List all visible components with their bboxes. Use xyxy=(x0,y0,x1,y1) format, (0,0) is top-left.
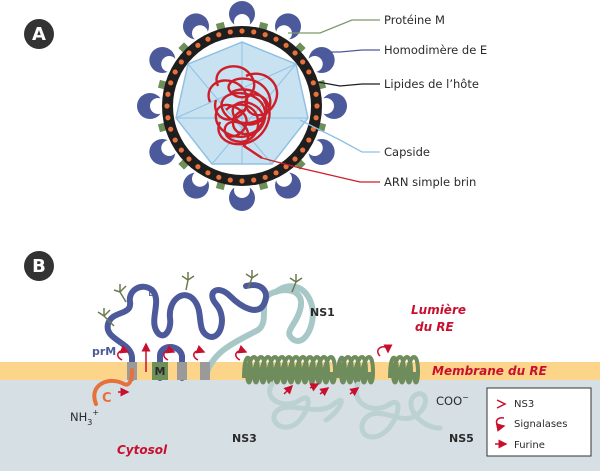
svg-text:NS3: NS3 xyxy=(514,399,534,410)
e-homodimer xyxy=(229,182,255,211)
curved-arrow-icon xyxy=(495,417,506,432)
glycosylation-marks xyxy=(97,270,303,327)
label-e: E xyxy=(148,286,155,299)
lipid-head xyxy=(216,174,222,180)
lipid-head xyxy=(178,59,184,65)
label-cytosol: Cytosol xyxy=(117,443,168,457)
ns-tm-helix xyxy=(336,355,376,385)
panel-a-letter: A xyxy=(32,24,46,45)
lipid-head xyxy=(172,137,178,143)
lipid-head xyxy=(273,170,279,176)
lipid-head xyxy=(292,50,298,56)
lipid-dots xyxy=(164,28,320,184)
e-protein-chain xyxy=(104,282,269,381)
panel-a-labels: Protéine M Homodimère de E Lipides de l’… xyxy=(384,13,487,189)
lipid-head xyxy=(168,126,174,132)
lipid-head xyxy=(178,147,184,153)
lipid-head xyxy=(186,50,192,56)
label-nh3: NH3+ xyxy=(70,408,99,427)
lipid-head xyxy=(227,29,233,35)
lipid-head xyxy=(283,164,289,170)
lipid-head xyxy=(239,28,245,34)
lipid-head xyxy=(205,36,211,42)
ns-membrane-coils xyxy=(242,355,421,385)
lipid-head xyxy=(216,32,222,38)
label-lumen-2: du RE xyxy=(415,320,455,334)
e-homodimer xyxy=(229,1,255,30)
ns-tm-helix xyxy=(388,355,421,385)
lipid-head xyxy=(172,69,178,75)
e-homodimer xyxy=(318,93,347,119)
panel-b-labels: E prM C NH3+ NS1 NS3 NS5 COO− Lumière du… xyxy=(70,286,548,457)
e-homodimer xyxy=(149,47,178,73)
lipid-head xyxy=(262,174,268,180)
lipid-head xyxy=(300,147,306,153)
lipid-head xyxy=(205,170,211,176)
label-rna: ARN simple brin xyxy=(384,175,476,189)
svg-text:Signalases: Signalases xyxy=(514,419,567,430)
label-membrane: Membrane du RE xyxy=(432,364,548,378)
label-ns1: NS1 xyxy=(310,306,335,319)
lipid-head xyxy=(292,156,298,162)
label-c: C xyxy=(102,391,112,406)
lipid-head xyxy=(168,80,174,86)
panel-a-badge: A xyxy=(24,19,54,49)
label-protein-m: Protéine M xyxy=(384,13,445,27)
lipid-head xyxy=(195,164,201,170)
label-coo: COO− xyxy=(436,393,469,408)
lipid-head xyxy=(283,42,289,48)
lipid-head xyxy=(314,103,320,109)
lipid-head xyxy=(186,156,192,162)
legend-item-ns3: NS3 xyxy=(496,399,534,410)
lipid-head xyxy=(310,80,316,86)
lipid-head xyxy=(306,69,312,75)
lipid-head xyxy=(273,36,279,42)
callout-lines xyxy=(261,19,380,183)
e-homodimer xyxy=(137,93,166,119)
short-arrow-icon xyxy=(496,399,507,409)
rna-strand xyxy=(207,65,279,159)
lipid-head xyxy=(262,32,268,38)
ns-tm-helix xyxy=(242,355,338,385)
e-homodimer xyxy=(149,139,178,165)
lipid-head xyxy=(306,137,312,143)
lipid-head xyxy=(251,29,257,35)
lipid-head xyxy=(165,115,171,121)
panel-b-letter: B xyxy=(32,256,46,277)
lipid-head xyxy=(165,91,171,97)
cytosol-ns-chains xyxy=(267,381,443,440)
panel-b: B M xyxy=(0,251,600,471)
lipid-head xyxy=(313,115,319,121)
legend-item-furine: Furine xyxy=(495,439,545,451)
virion xyxy=(137,1,347,211)
legend: NS3 Signalases Furine xyxy=(486,387,592,457)
lipid-head xyxy=(300,59,306,65)
lipid-head xyxy=(195,42,201,48)
label-lumen-1: Lumière xyxy=(411,303,466,317)
label-prm: prM xyxy=(92,345,116,358)
panel-a: A xyxy=(24,1,487,211)
panel-b-badge: B xyxy=(24,251,54,281)
label-capsid: Capside xyxy=(384,145,430,159)
lipid-head xyxy=(227,177,233,183)
cleavage-arrows xyxy=(117,342,393,397)
label-ns3: NS3 xyxy=(232,432,257,445)
lipid-head xyxy=(164,103,170,109)
lipid-head xyxy=(239,178,245,184)
label-homodimer-e: Homodimère de E xyxy=(384,43,487,57)
lipid-head xyxy=(313,91,319,97)
label-ns5: NS5 xyxy=(449,432,474,445)
lipid-head xyxy=(251,177,257,183)
ns1-chain xyxy=(203,283,316,379)
label-m: M xyxy=(155,365,166,378)
legend-item-signalases: Signalases xyxy=(495,417,567,432)
svg-text:Furine: Furine xyxy=(514,440,545,451)
c-protein-chain xyxy=(92,368,134,406)
label-host-lipids: Lipides de l’hôte xyxy=(384,77,479,91)
